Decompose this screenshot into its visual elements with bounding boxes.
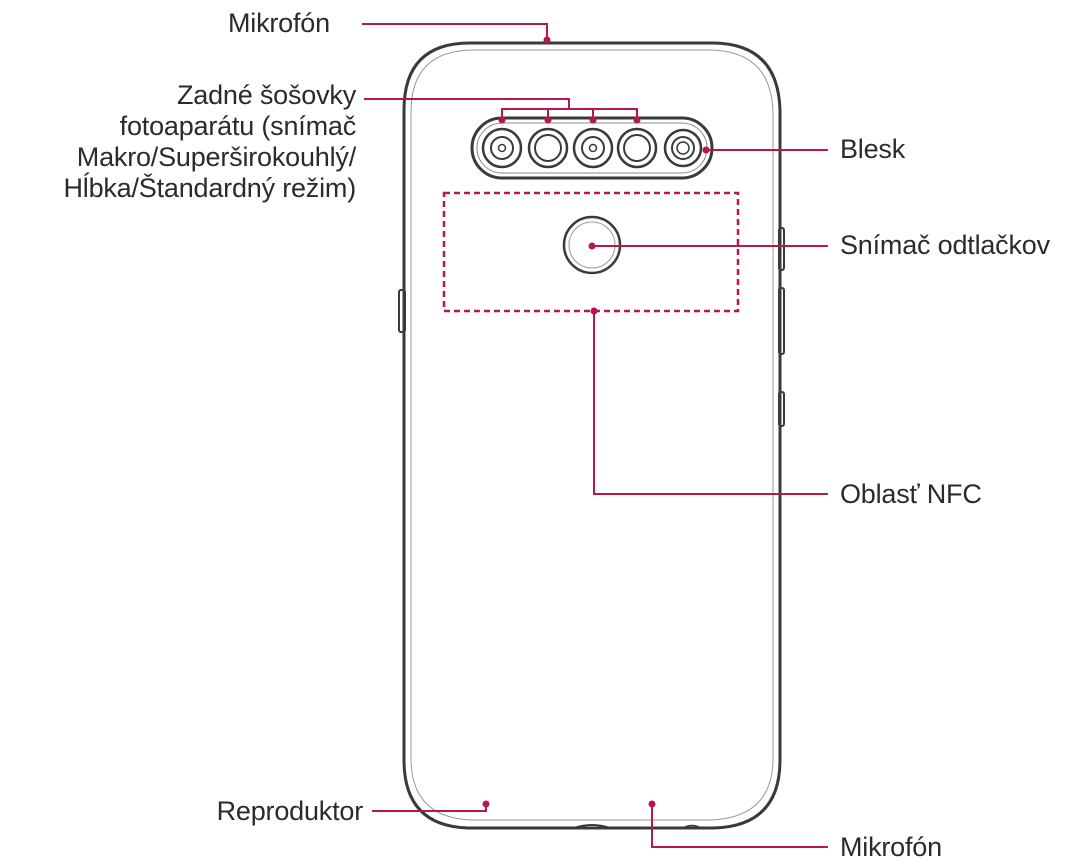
phone-body-inner-rim [410,49,774,821]
dot-lens-2 [544,116,552,124]
lens-2 [527,127,569,169]
right-side-button-2 [778,287,785,355]
label-rear-lenses-line-4: Hĺbka/Štandardný režim) [63,173,356,203]
label-flash: Blesk [840,134,906,164]
nfc-area-outline [442,191,740,313]
dot-fingerprint [588,242,596,250]
label-speaker: Reproduktor [216,796,364,826]
dot-mic-top [543,36,551,44]
label-nfc: Oblasť NFC [840,479,982,509]
callout-speaker [372,804,487,812]
flash-unit [663,128,703,168]
right-side-button-1 [778,227,785,271]
phone-body-outline [402,41,782,830]
label-rear-lenses-line-1: Zadné šošovky [177,80,356,110]
left-side-button [398,289,406,333]
bottom-port-outline-2 [682,824,702,829]
label-rear-lenses-line-2: fotoaparátu (snímač [119,111,357,141]
dot-speaker [482,800,490,808]
lens-4 [616,127,658,169]
label-mic-top: Mikrofón [228,8,330,38]
dot-lens-1 [498,116,506,124]
right-side-button-3 [778,391,785,427]
callout-mic-bottom [651,804,828,848]
callout-lenses-stem [364,98,570,109]
callout-nfc [593,311,828,495]
dot-flash [702,146,710,154]
dot-mic-bottom [648,800,656,808]
bottom-port-outline [573,824,611,829]
lens-1 [481,127,523,169]
label-fingerprint: Snímač odtlačkov [840,230,1050,260]
dot-lens-3 [589,116,597,124]
callout-lenses-bracket [501,108,638,120]
lens-3 [572,127,614,169]
callout-mic-top [362,23,548,40]
label-mic-bottom: Mikrofón [840,832,942,862]
label-rear-lenses-line-3: Makro/Superširokouhlý/ [76,142,356,172]
label-rear-lenses: Zadné šošovky fotoaparátu (snímač Makro/… [63,80,356,204]
dot-lens-4 [633,116,641,124]
camera-module [470,116,714,180]
dot-nfc [590,307,598,315]
